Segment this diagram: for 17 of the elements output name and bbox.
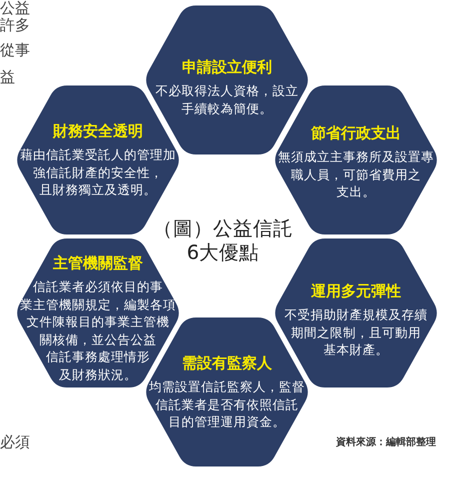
hexagon-heading: 需設有監察人 — [182, 353, 272, 374]
hexagon-description: 不必取得法人資格，設立手續較為簡便。 — [156, 82, 298, 117]
source-note: 資料來源：編輯部整理 — [336, 436, 436, 449]
body-text-fragment: 從事 — [0, 42, 30, 59]
diagram-title: （圖）公益信託6大優點 — [153, 217, 293, 265]
hexagon-description: 無須成立主事務所及設置專職人員，可節省費用之支出。 — [278, 148, 434, 201]
hexagon-heading: 申請設立便利 — [182, 57, 272, 77]
hexagon-heading: 運用多元彈性 — [311, 281, 401, 302]
hexagon-heading: 主管機關監督 — [53, 253, 143, 273]
hexagon-heading: 節省行政支出 — [311, 123, 401, 144]
hexagon-description: 藉由信託業受託人的管理加強信託財產的安全性，且財務獨立及透明。 — [20, 146, 176, 199]
body-text-fragment: 必須 — [0, 434, 30, 451]
body-text-fragment: 益 — [0, 69, 15, 86]
hexagon-description: 不受捐助財產規模及存續期間之限制，且可動用基本財產。 — [284, 306, 428, 359]
body-text-fragment: 公益 — [0, 0, 30, 17]
hexagon-heading: 財務安全透明 — [53, 121, 143, 142]
body-text-fragment: 許多 — [0, 17, 30, 34]
